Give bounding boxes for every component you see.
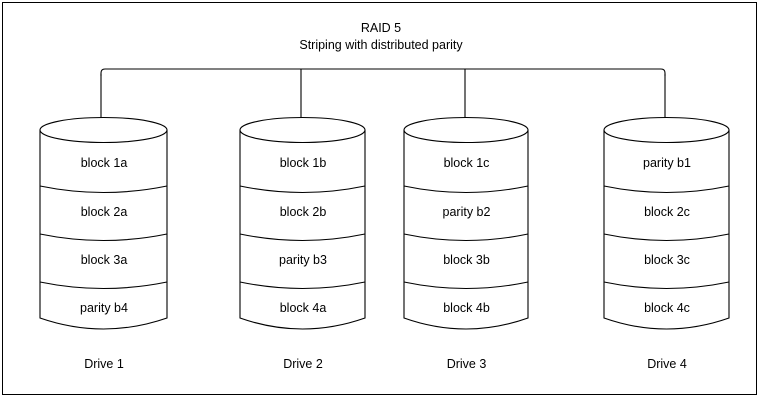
drive-1-block-3-label: block 3a bbox=[80, 253, 128, 267]
drive-1-divider-2 bbox=[39, 233, 168, 242]
diagram-title-block: RAID 5 Striping with distributed parity bbox=[0, 20, 762, 54]
drive-2-divider-3 bbox=[239, 281, 366, 290]
drive-4-block-1-label: parity b1 bbox=[643, 156, 691, 170]
drive-cylinder-4 bbox=[603, 116, 730, 330]
drive-3-divider-1 bbox=[403, 185, 529, 194]
drive-3-block-1-label: block 1c bbox=[443, 156, 490, 170]
drive-2-block-2-label: block 2b bbox=[279, 205, 327, 219]
drive-4-block-2-label: block 2c bbox=[644, 205, 690, 219]
drive-1-name: Drive 1 bbox=[84, 357, 124, 371]
drive-3-block-4-label: block 4b bbox=[443, 301, 490, 315]
drive-4-block-4-label: block 4c bbox=[644, 301, 690, 315]
drive-cylinder-3 bbox=[403, 116, 529, 330]
drive-2-body bbox=[239, 129, 366, 330]
drive-4-block-3-label: block 3c bbox=[644, 253, 690, 267]
drive-1-body bbox=[39, 129, 168, 330]
drive-2-block-1-label: block 1b bbox=[279, 156, 327, 170]
drive-3-body bbox=[403, 129, 529, 330]
drive-1-block-1-label: block 1a bbox=[80, 156, 128, 170]
drive-1-block-2-label: block 2a bbox=[80, 205, 128, 219]
drive-2-top-ellipse bbox=[239, 116, 366, 144]
drive-4-body bbox=[603, 129, 730, 330]
drive-3-divider-2 bbox=[403, 233, 529, 242]
drive-2-divider-1 bbox=[239, 185, 366, 194]
diagram-subtitle: Striping with distributed parity bbox=[299, 38, 463, 52]
drive-2-block-3-label: parity b3 bbox=[279, 253, 327, 267]
drive-4-divider-2 bbox=[603, 233, 730, 242]
drive-3-name: Drive 3 bbox=[446, 357, 487, 371]
drive-4-name: Drive 4 bbox=[647, 357, 687, 371]
drive-4-divider-1 bbox=[603, 185, 730, 194]
drive-1-block-4-label: parity b4 bbox=[80, 301, 128, 315]
drive-3-block-3-label: block 3b bbox=[443, 253, 490, 267]
drive-cylinder-2 bbox=[239, 116, 366, 330]
bus-horizontal-bar bbox=[100, 68, 666, 76]
drive-4-divider-3 bbox=[603, 281, 730, 290]
drive-cylinder-1 bbox=[39, 116, 168, 330]
drive-1-top-ellipse bbox=[39, 116, 168, 144]
drive-4-top-ellipse bbox=[603, 116, 730, 144]
drive-3-block-2-label: parity b2 bbox=[442, 205, 491, 219]
drive-3-top-ellipse bbox=[403, 116, 529, 144]
drive-1-divider-3 bbox=[39, 281, 168, 290]
diagram-title: RAID 5 bbox=[360, 21, 402, 35]
drive-3-divider-3 bbox=[403, 281, 529, 290]
drive-2-divider-2 bbox=[239, 233, 366, 242]
drive-2-block-4-label: block 4a bbox=[279, 301, 327, 315]
bus-connector bbox=[100, 68, 666, 120]
drive-2-name: Drive 2 bbox=[283, 357, 323, 371]
drive-1-divider-1 bbox=[39, 185, 168, 194]
